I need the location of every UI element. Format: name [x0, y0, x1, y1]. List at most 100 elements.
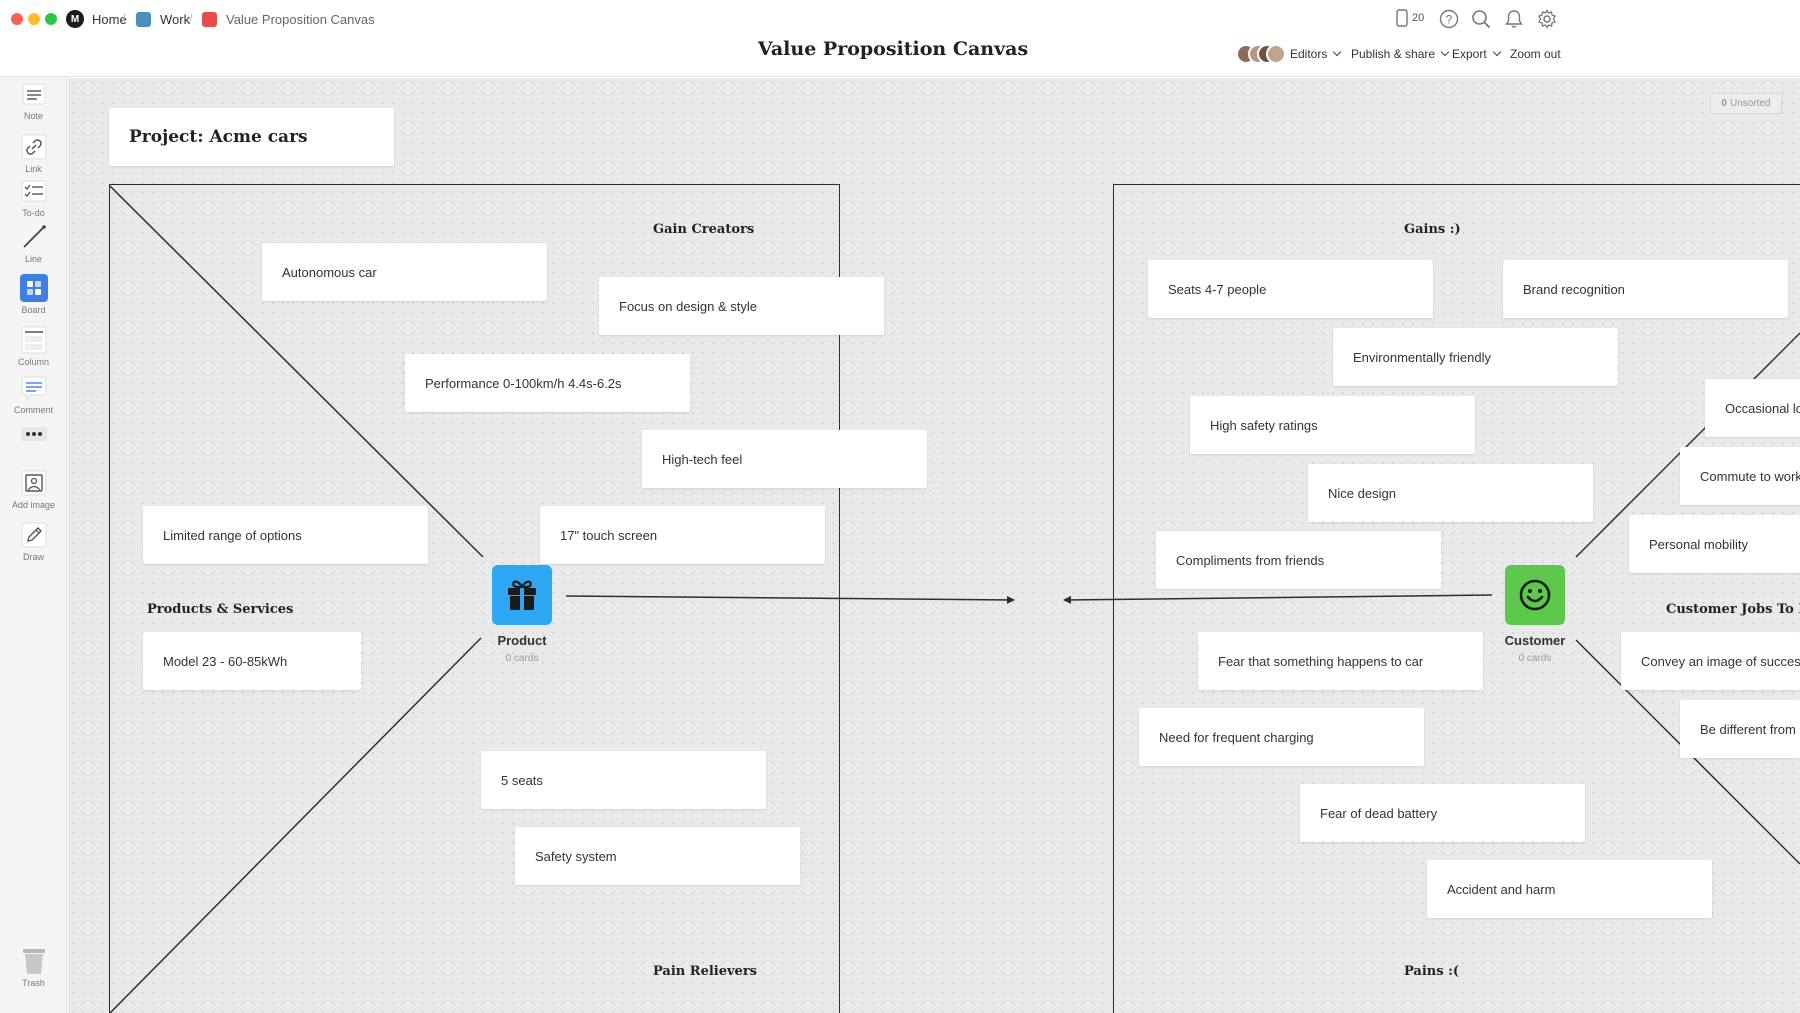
customer-profile-frame [1113, 184, 1800, 1013]
smiley-icon [1519, 579, 1551, 611]
export-label: Export [1452, 47, 1487, 61]
card[interactable]: Occasional long trips [1705, 379, 1800, 437]
customer-board[interactable] [1505, 565, 1565, 625]
card[interactable]: 17" touch screen [540, 506, 825, 564]
card[interactable]: Need for frequent charging [1139, 708, 1424, 766]
todo-icon [19, 176, 49, 206]
card[interactable]: Commute to work [1680, 447, 1800, 505]
minimize-window-button[interactable] [28, 13, 40, 25]
diagonal-line [1575, 332, 1800, 558]
breadcrumb-work-label: Work [160, 11, 191, 27]
card[interactable]: Seats 4-7 people [1148, 260, 1433, 318]
products-services-label: Products & Services [147, 602, 294, 617]
tool-todo[interactable]: To-do [0, 176, 67, 218]
current-board-icon [202, 11, 217, 27]
publish-label: Publish & share [1351, 47, 1436, 61]
help-button[interactable]: ? [1439, 9, 1459, 29]
trash-button[interactable]: Trash [0, 946, 67, 988]
card[interactable]: Safety system [515, 827, 800, 885]
page-title: Value Proposition Canvas [757, 38, 1029, 60]
card[interactable]: Performance 0-100km/h 4.4s-6.2s [405, 354, 690, 412]
card[interactable]: Accident and harm [1427, 860, 1712, 918]
breadcrumb-current[interactable]: Value Proposition Canvas [202, 10, 375, 28]
export-menu[interactable]: Export [1452, 47, 1501, 61]
editors-menu[interactable]: Editors [1290, 47, 1342, 61]
project-title-card[interactable]: Project: Acme cars [109, 108, 394, 166]
customer-board-count: 0 cards [1518, 653, 1552, 664]
tool-link[interactable]: Link [0, 132, 67, 174]
customer-arrow[interactable] [1063, 594, 1493, 604]
card[interactable]: Environmentally friendly [1333, 328, 1618, 386]
board-canvas[interactable]: 0 Unsorted Project: Acme cars Gain Creat… [68, 78, 1800, 1013]
card[interactable]: Brand recognition [1503, 260, 1788, 318]
settings-button[interactable] [1537, 9, 1557, 29]
tool-comment-label: Comment [13, 405, 53, 415]
tool-board-label: Board [21, 305, 46, 315]
tool-comment[interactable]: Comment [0, 373, 67, 415]
breadcrumb-home-label: Home [92, 11, 127, 27]
gear-icon [1538, 9, 1556, 29]
phone-icon [1396, 9, 1408, 27]
product-board-name[interactable]: Product [497, 633, 547, 648]
card[interactable]: Fear of dead battery [1300, 784, 1585, 842]
tool-more[interactable] [0, 419, 67, 449]
board-icon [19, 273, 49, 303]
unsorted-count: 0 [1721, 98, 1727, 109]
devices-button[interactable]: 20 [1396, 9, 1424, 27]
breadcrumb-current-label: Value Proposition Canvas [226, 11, 375, 27]
tool-column[interactable]: Column [0, 325, 67, 367]
notifications-button[interactable] [1505, 9, 1523, 29]
gift-icon [508, 580, 536, 610]
trash-icon [19, 946, 49, 976]
gain-creators-label: Gain Creators [653, 222, 755, 237]
tool-add-image[interactable]: Add image [0, 468, 67, 510]
card[interactable]: 5 seats [481, 751, 766, 809]
tool-note[interactable]: Note [0, 79, 67, 121]
card[interactable]: Focus on design & style [599, 277, 884, 335]
card[interactable]: Model 23 - 60-85kWh [143, 632, 361, 690]
diagonal-line [109, 637, 482, 1013]
line-icon [19, 222, 49, 252]
product-board-count: 0 cards [505, 653, 539, 664]
card[interactable]: High-tech feel [642, 430, 927, 488]
tool-board[interactable]: Board [0, 273, 67, 315]
card[interactable]: Be different from others [1680, 700, 1800, 758]
unsorted-label: Unsorted [1729, 98, 1771, 109]
trash-label: Trash [22, 978, 45, 988]
maximize-window-button[interactable] [45, 13, 57, 25]
publish-share-menu[interactable]: Publish & share [1351, 47, 1450, 61]
search-icon [1472, 10, 1491, 29]
card[interactable]: Personal mobility [1629, 515, 1800, 573]
card[interactable]: Compliments from friends [1156, 531, 1441, 589]
tool-line-label: Line [24, 254, 42, 264]
breadcrumb-home[interactable]: M Home [66, 10, 127, 28]
device-count: 20 [1412, 12, 1425, 24]
tool-todo-label: To-do [22, 208, 45, 218]
card[interactable]: Nice design [1308, 464, 1593, 522]
card[interactable]: High safety ratings [1190, 396, 1475, 454]
card[interactable]: Convey an image of success [1621, 632, 1800, 690]
search-button[interactable] [1471, 9, 1491, 29]
svg-text:?: ? [1446, 13, 1453, 27]
top-bar: M Home / Work / Value Proposition Canvas… [0, 0, 1800, 77]
card[interactable]: Limited range of options [143, 506, 428, 564]
zoom-out-button[interactable]: Zoom out [1510, 47, 1561, 61]
card[interactable]: Fear that something happens to car [1198, 632, 1483, 690]
unsorted-badge[interactable]: 0 Unsorted [1710, 93, 1782, 114]
more-icon [19, 419, 49, 449]
customer-board-name[interactable]: Customer [1504, 633, 1566, 648]
bell-icon [1505, 10, 1523, 28]
tool-link-label: Link [25, 164, 42, 174]
image-icon [19, 468, 49, 498]
product-arrow[interactable] [565, 595, 1015, 604]
card[interactable]: Autonomous car [262, 243, 547, 301]
breadcrumb-work[interactable]: Work [136, 10, 190, 28]
tool-line[interactable]: Line [0, 222, 67, 264]
tool-draw[interactable]: Draw [0, 520, 67, 562]
product-board[interactable] [492, 565, 552, 625]
avatar[interactable] [1266, 44, 1286, 64]
milanote-logo-icon: M [66, 10, 84, 28]
help-icon: ? [1439, 9, 1459, 29]
close-window-button[interactable] [11, 13, 23, 25]
editors-label: Editors [1290, 47, 1328, 61]
